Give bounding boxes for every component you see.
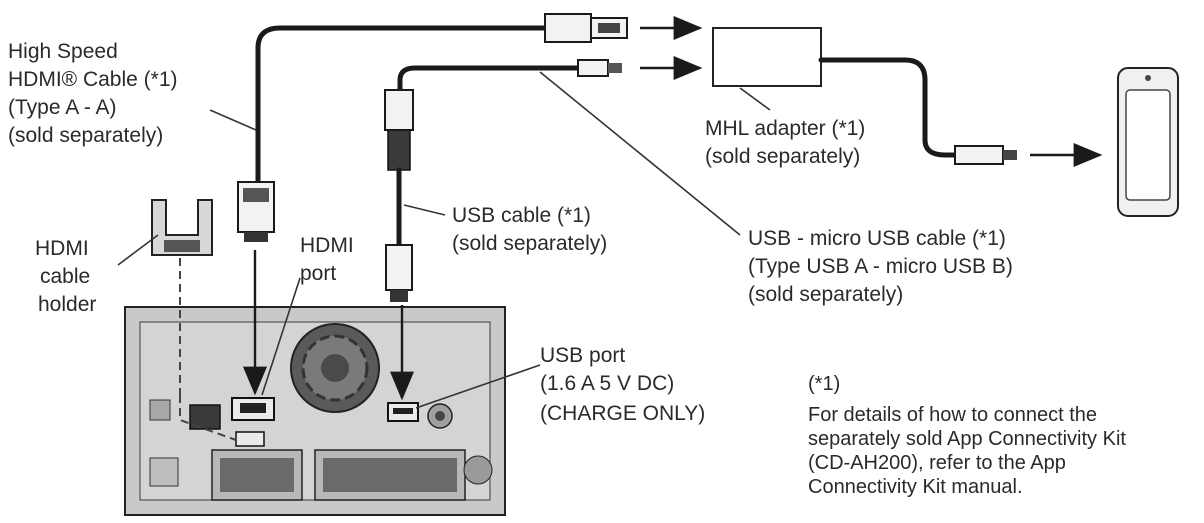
usb-cable	[384, 59, 622, 302]
hdmi-plug-top	[544, 13, 592, 43]
leader-hdmi-cable	[209, 109, 257, 131]
hdmi-cable-holder	[151, 199, 237, 441]
usb-cable-label: USB cable (*1) (sold separately)	[452, 204, 607, 255]
hdmi-cable-label: High Speed HDMI® Cable (*1) (Type A - A)…	[8, 40, 183, 147]
hdmi-port-label: HDMI port	[300, 234, 360, 285]
mhl-adapter-label: MHL adapter (*1) (sold separately)	[705, 117, 871, 168]
head-unit-rear-panel	[124, 306, 506, 516]
antenna-jack	[149, 399, 171, 421]
usb-micro-cable-label: USB - micro USB cable (*1) (Type USB A -…	[748, 227, 1019, 306]
leader-hdmi-port	[261, 277, 301, 396]
cooling-fan	[290, 323, 380, 413]
leader-holder	[117, 234, 159, 266]
hdmi-holder-label: HDMI cable holder	[35, 237, 96, 316]
usb-cable-connector-top	[384, 89, 414, 131]
usb-port-label: USB port (1.6 A 5 V DC) (CHARGE ONLY)	[540, 344, 705, 425]
usb-plug-bottom	[385, 244, 413, 291]
leader-mhl	[739, 87, 771, 111]
mhl-adapter-box	[712, 27, 822, 87]
leader-usb-port	[415, 364, 541, 409]
micro-usb-plug	[954, 145, 1004, 165]
smartphone	[1117, 67, 1179, 217]
holder-slot	[235, 431, 265, 447]
leader-usb-cable	[403, 204, 446, 216]
left-connector	[189, 404, 221, 430]
footnote: (*1) For details of how to connect the s…	[808, 373, 1132, 498]
ground-screw	[149, 457, 179, 487]
leader-micro-usb-cable	[539, 71, 741, 236]
hdmi-cable	[237, 13, 628, 242]
